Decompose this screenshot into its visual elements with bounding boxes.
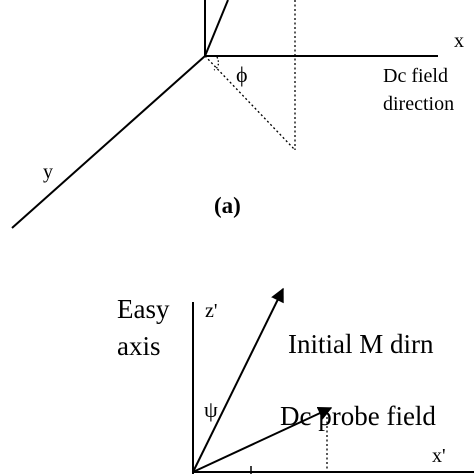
- dc-field-label-line1: Dc field: [383, 65, 448, 87]
- dc-field-label-line2: direction: [383, 93, 454, 115]
- x-prime-axis-label: x': [432, 445, 446, 467]
- panel-label-a: (a): [214, 193, 241, 218]
- easy-axis-label-line1: Easy: [117, 294, 170, 324]
- angle-arc: [213, 56, 220, 71]
- top-diagram: x y ϕ Dc field direction (a): [11, 0, 464, 229]
- dc-probe-label: Dc probe field: [280, 401, 436, 431]
- psi-label: ψ: [204, 397, 218, 422]
- y-axis-label: y: [43, 161, 53, 183]
- x-axis-label: x: [454, 30, 464, 52]
- vector-line: [204, 0, 229, 57]
- z-prime-axis-label: z': [205, 300, 217, 322]
- y-axis-line: [11, 55, 206, 229]
- plane-projection-line: [204, 55, 296, 151]
- initial-m-label: Initial M dirn: [288, 329, 434, 359]
- phi-label: ϕ: [236, 62, 248, 87]
- bottom-diagram: Easy axis z' ψ Initial M dirn Dc probe f…: [117, 287, 474, 474]
- initial-m-arrow: [192, 287, 284, 473]
- dc-probe-arrow: [192, 406, 333, 473]
- easy-axis-label-line2: axis: [117, 331, 161, 361]
